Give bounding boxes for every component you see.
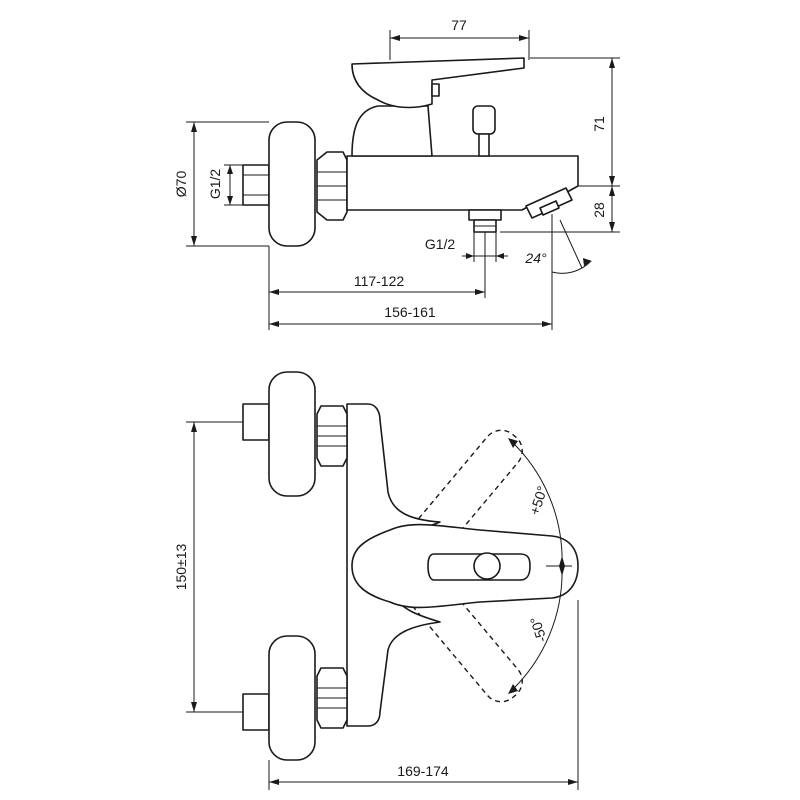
wall-cover [268,121,316,247]
dim-spout-height: 28 [591,202,607,218]
spout-aerator [525,187,573,219]
dim-outlet-thread: G1/2 [425,236,456,252]
outlet-nut [468,209,502,221]
side-view-dimensions [186,30,620,330]
side-view [242,57,579,247]
handle-lever [351,57,525,109]
inlet-stub-upper [242,403,270,441]
dim-inlet-thread: G1/2 [207,169,223,200]
inlet-stub [242,164,270,206]
front-view [242,371,579,761]
diverter-stem [478,133,490,157]
handle-base [351,105,433,157]
dim-height: 71 [591,116,607,132]
inlet-stub-lower [242,693,270,731]
dim-depth-outlet: 117-122 [354,273,405,289]
dim-handle-length: 77 [451,17,467,33]
dim-rotation-up: +50° [526,484,550,517]
front-view-labels: 150±13 169-174 +50° -50° [173,484,550,779]
dim-diameter: Ø70 [173,171,189,198]
front-view-dimensions [186,421,579,790]
lever-cap [473,552,501,580]
wall-cover-upper [268,371,316,497]
dim-centres: 150±13 [173,543,189,590]
diverter-knob [472,105,496,135]
dim-depth-total: 156-161 [384,304,436,320]
wall-cover-lower [268,635,316,761]
dim-width: 169-174 [397,763,449,779]
side-view-labels: 77 71 28 Ø70 G1/2 G1/2 24° 117-122 156-1… [173,17,607,320]
handle-cap [431,83,440,97]
dim-spout-angle: 24° [524,250,547,266]
dim-rotation-down: -50° [527,615,550,645]
